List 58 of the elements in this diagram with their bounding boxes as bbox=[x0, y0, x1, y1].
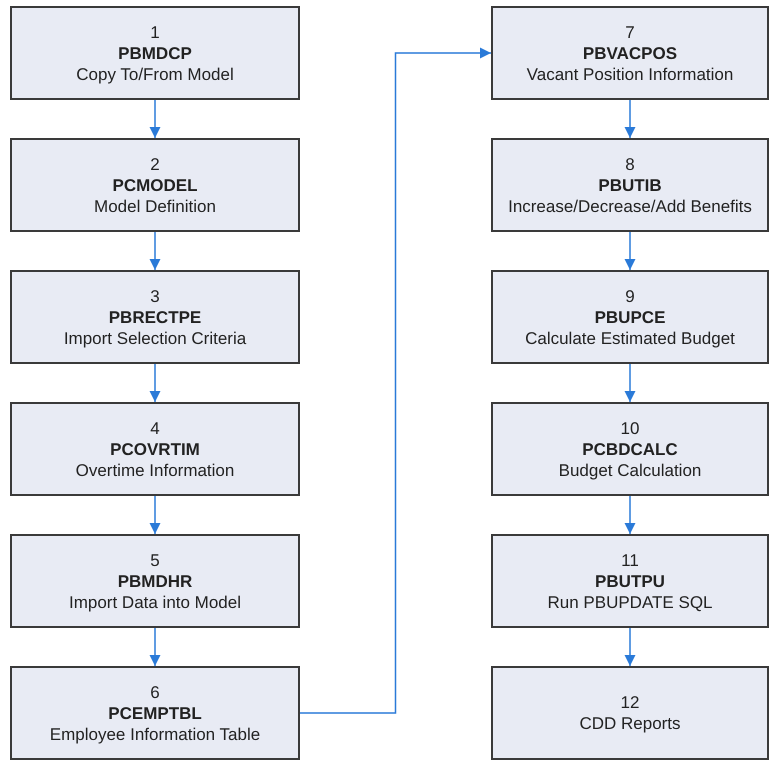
step-description: CDD Reports bbox=[579, 713, 681, 734]
program-code: PBVACPOS bbox=[582, 42, 678, 64]
process-box bbox=[491, 666, 769, 760]
program-code: PCOVRTIM bbox=[110, 438, 200, 460]
process-box bbox=[10, 402, 300, 496]
arrow bbox=[150, 232, 160, 270]
arrow bbox=[624, 496, 636, 534]
step-number: 6 bbox=[150, 682, 160, 702]
program-code: PBUPCE bbox=[594, 306, 666, 328]
step-description: Increase/Decrease/Add Benefits bbox=[508, 196, 752, 216]
arrow bbox=[150, 628, 160, 666]
program-code: PBUTPU bbox=[595, 570, 665, 592]
program-code: PBRECTPE bbox=[108, 306, 202, 328]
process-box bbox=[10, 534, 300, 628]
process-box bbox=[491, 534, 769, 628]
step-description: Employee Information Table bbox=[50, 724, 260, 744]
program-code: PCMODEL bbox=[112, 174, 198, 196]
step-description: Copy To/From Model bbox=[76, 64, 234, 84]
step-number: 1 bbox=[150, 22, 160, 42]
program-code: PCBDCALC bbox=[582, 438, 678, 460]
step-description: Overtime Information bbox=[76, 460, 234, 480]
step-number: 3 bbox=[150, 286, 160, 306]
program-code: PBMDHR bbox=[118, 570, 192, 592]
arrow bbox=[624, 100, 636, 138]
program-code: PBUTIB bbox=[598, 174, 662, 196]
program-code: PBMDCP bbox=[118, 42, 192, 64]
arrow bbox=[624, 232, 636, 270]
step-description: Budget Calculation bbox=[558, 460, 702, 480]
program-code: PCEMPTBL bbox=[108, 702, 202, 724]
step-number: 2 bbox=[150, 154, 160, 174]
step-number: 5 bbox=[150, 550, 160, 570]
arrow bbox=[624, 628, 636, 666]
arrow bbox=[150, 496, 160, 534]
step-number: 4 bbox=[150, 418, 160, 438]
process-box bbox=[10, 270, 300, 364]
arrow bbox=[150, 100, 160, 138]
process-box bbox=[10, 138, 300, 232]
step-number: 9 bbox=[625, 286, 635, 306]
step-description: Run PBUPDATE SQL bbox=[547, 592, 713, 612]
step-number: 12 bbox=[620, 692, 640, 713]
step-description: Vacant Position Information bbox=[526, 64, 734, 84]
step-number: 11 bbox=[621, 550, 639, 570]
step-description: Calculate Estimated Budget bbox=[525, 328, 735, 348]
arrow bbox=[150, 364, 160, 402]
step-number: 8 bbox=[625, 154, 635, 174]
step-description: Import Data into Model bbox=[69, 592, 241, 612]
process-box bbox=[491, 138, 769, 232]
step-description: Import Selection Criteria bbox=[64, 328, 246, 348]
process-box bbox=[491, 402, 769, 496]
process-box bbox=[491, 6, 769, 100]
arrow bbox=[624, 364, 636, 402]
step-number: 10 bbox=[620, 418, 640, 438]
process-box bbox=[491, 270, 769, 364]
process-box bbox=[10, 666, 300, 760]
step-description: Model Definition bbox=[94, 196, 216, 216]
step-number: 7 bbox=[625, 22, 635, 42]
arrow bbox=[300, 48, 491, 714]
process-box bbox=[10, 6, 300, 100]
